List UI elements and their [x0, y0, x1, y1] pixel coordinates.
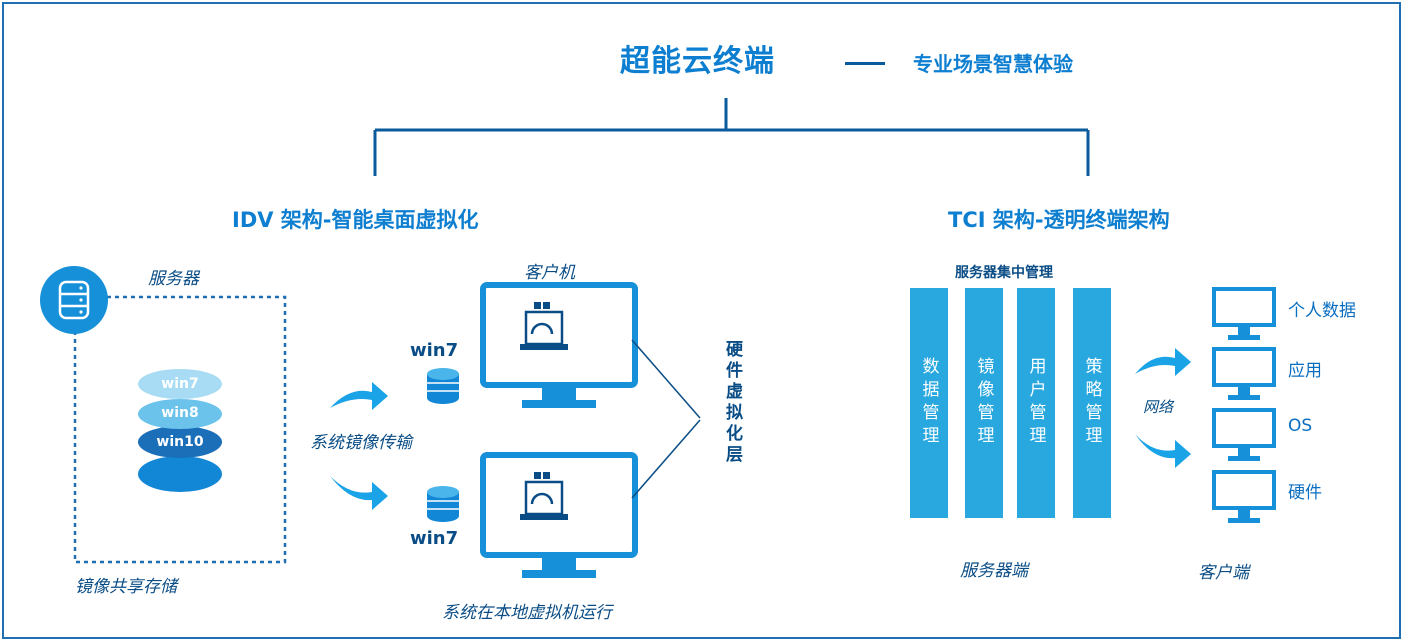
- client-item-personal-data: 个人数据: [1288, 301, 1356, 321]
- mgmt-column-data: 数据管理: [910, 288, 948, 518]
- small-disk-bottom-icon: [427, 486, 459, 522]
- disk-label-win8: win8: [161, 405, 199, 421]
- shared-storage-label: 镜像共享存储: [75, 577, 177, 597]
- transfer-arrow-bottom-icon: [330, 476, 388, 510]
- network-arrow-bottom-icon: [1135, 434, 1191, 468]
- tci-heading: TCI 架构-透明终端架构: [948, 208, 1170, 232]
- storage-dashed-box: [73, 295, 287, 564]
- client-item-os: OS: [1288, 416, 1313, 436]
- client-monitor-3-icon: [1212, 408, 1276, 461]
- disk-stack-icon: [138, 369, 222, 492]
- network-label: 网络: [1143, 398, 1174, 416]
- win7-bottom-label: win7: [410, 528, 459, 549]
- transfer-label: 系统镜像传输: [310, 433, 412, 453]
- title-separator: [845, 62, 885, 65]
- hardware-layer-label: 硬件虚拟化层: [722, 340, 742, 466]
- server-side-label: 服务器端: [960, 561, 1028, 581]
- subtitle: 专业场景智慧体验: [913, 52, 1073, 76]
- mgmt-column-policy: 策略管理: [1073, 288, 1111, 518]
- client-label: 客户机: [524, 263, 575, 283]
- local-vm-label: 系统在本地虚拟机运行: [442, 603, 612, 623]
- mgmt-column-user: 用户管理: [1017, 288, 1055, 518]
- network-arrow-top-icon: [1135, 348, 1191, 376]
- client-monitor-bottom-icon: [480, 452, 638, 578]
- transfer-arrow-top-icon: [330, 382, 388, 410]
- client-monitor-4-icon: [1212, 470, 1276, 523]
- main-title: 超能云终端: [620, 44, 775, 79]
- server-label: 服务器: [148, 269, 199, 289]
- database-server-icon: [38, 264, 110, 336]
- client-monitor-top-icon: [480, 282, 638, 408]
- mgmt-column-image: 镜像管理: [965, 288, 1003, 518]
- disk-label-win10: win10: [156, 434, 204, 450]
- mgmt-title: 服务器集中管理: [955, 265, 1053, 281]
- client-item-apps: 应用: [1288, 361, 1322, 381]
- idv-heading: IDV 架构-智能桌面虚拟化: [232, 208, 479, 232]
- win7-top-label: win7: [410, 340, 459, 361]
- client-side-label: 客户端: [1198, 563, 1249, 583]
- disk-label-win7: win7: [161, 376, 199, 392]
- hardware-connector-lines: [631, 339, 701, 499]
- client-monitor-1-icon: [1212, 287, 1276, 340]
- client-monitor-2-icon: [1212, 347, 1276, 400]
- client-item-hardware: 硬件: [1288, 483, 1322, 503]
- small-disk-top-icon: [427, 368, 459, 404]
